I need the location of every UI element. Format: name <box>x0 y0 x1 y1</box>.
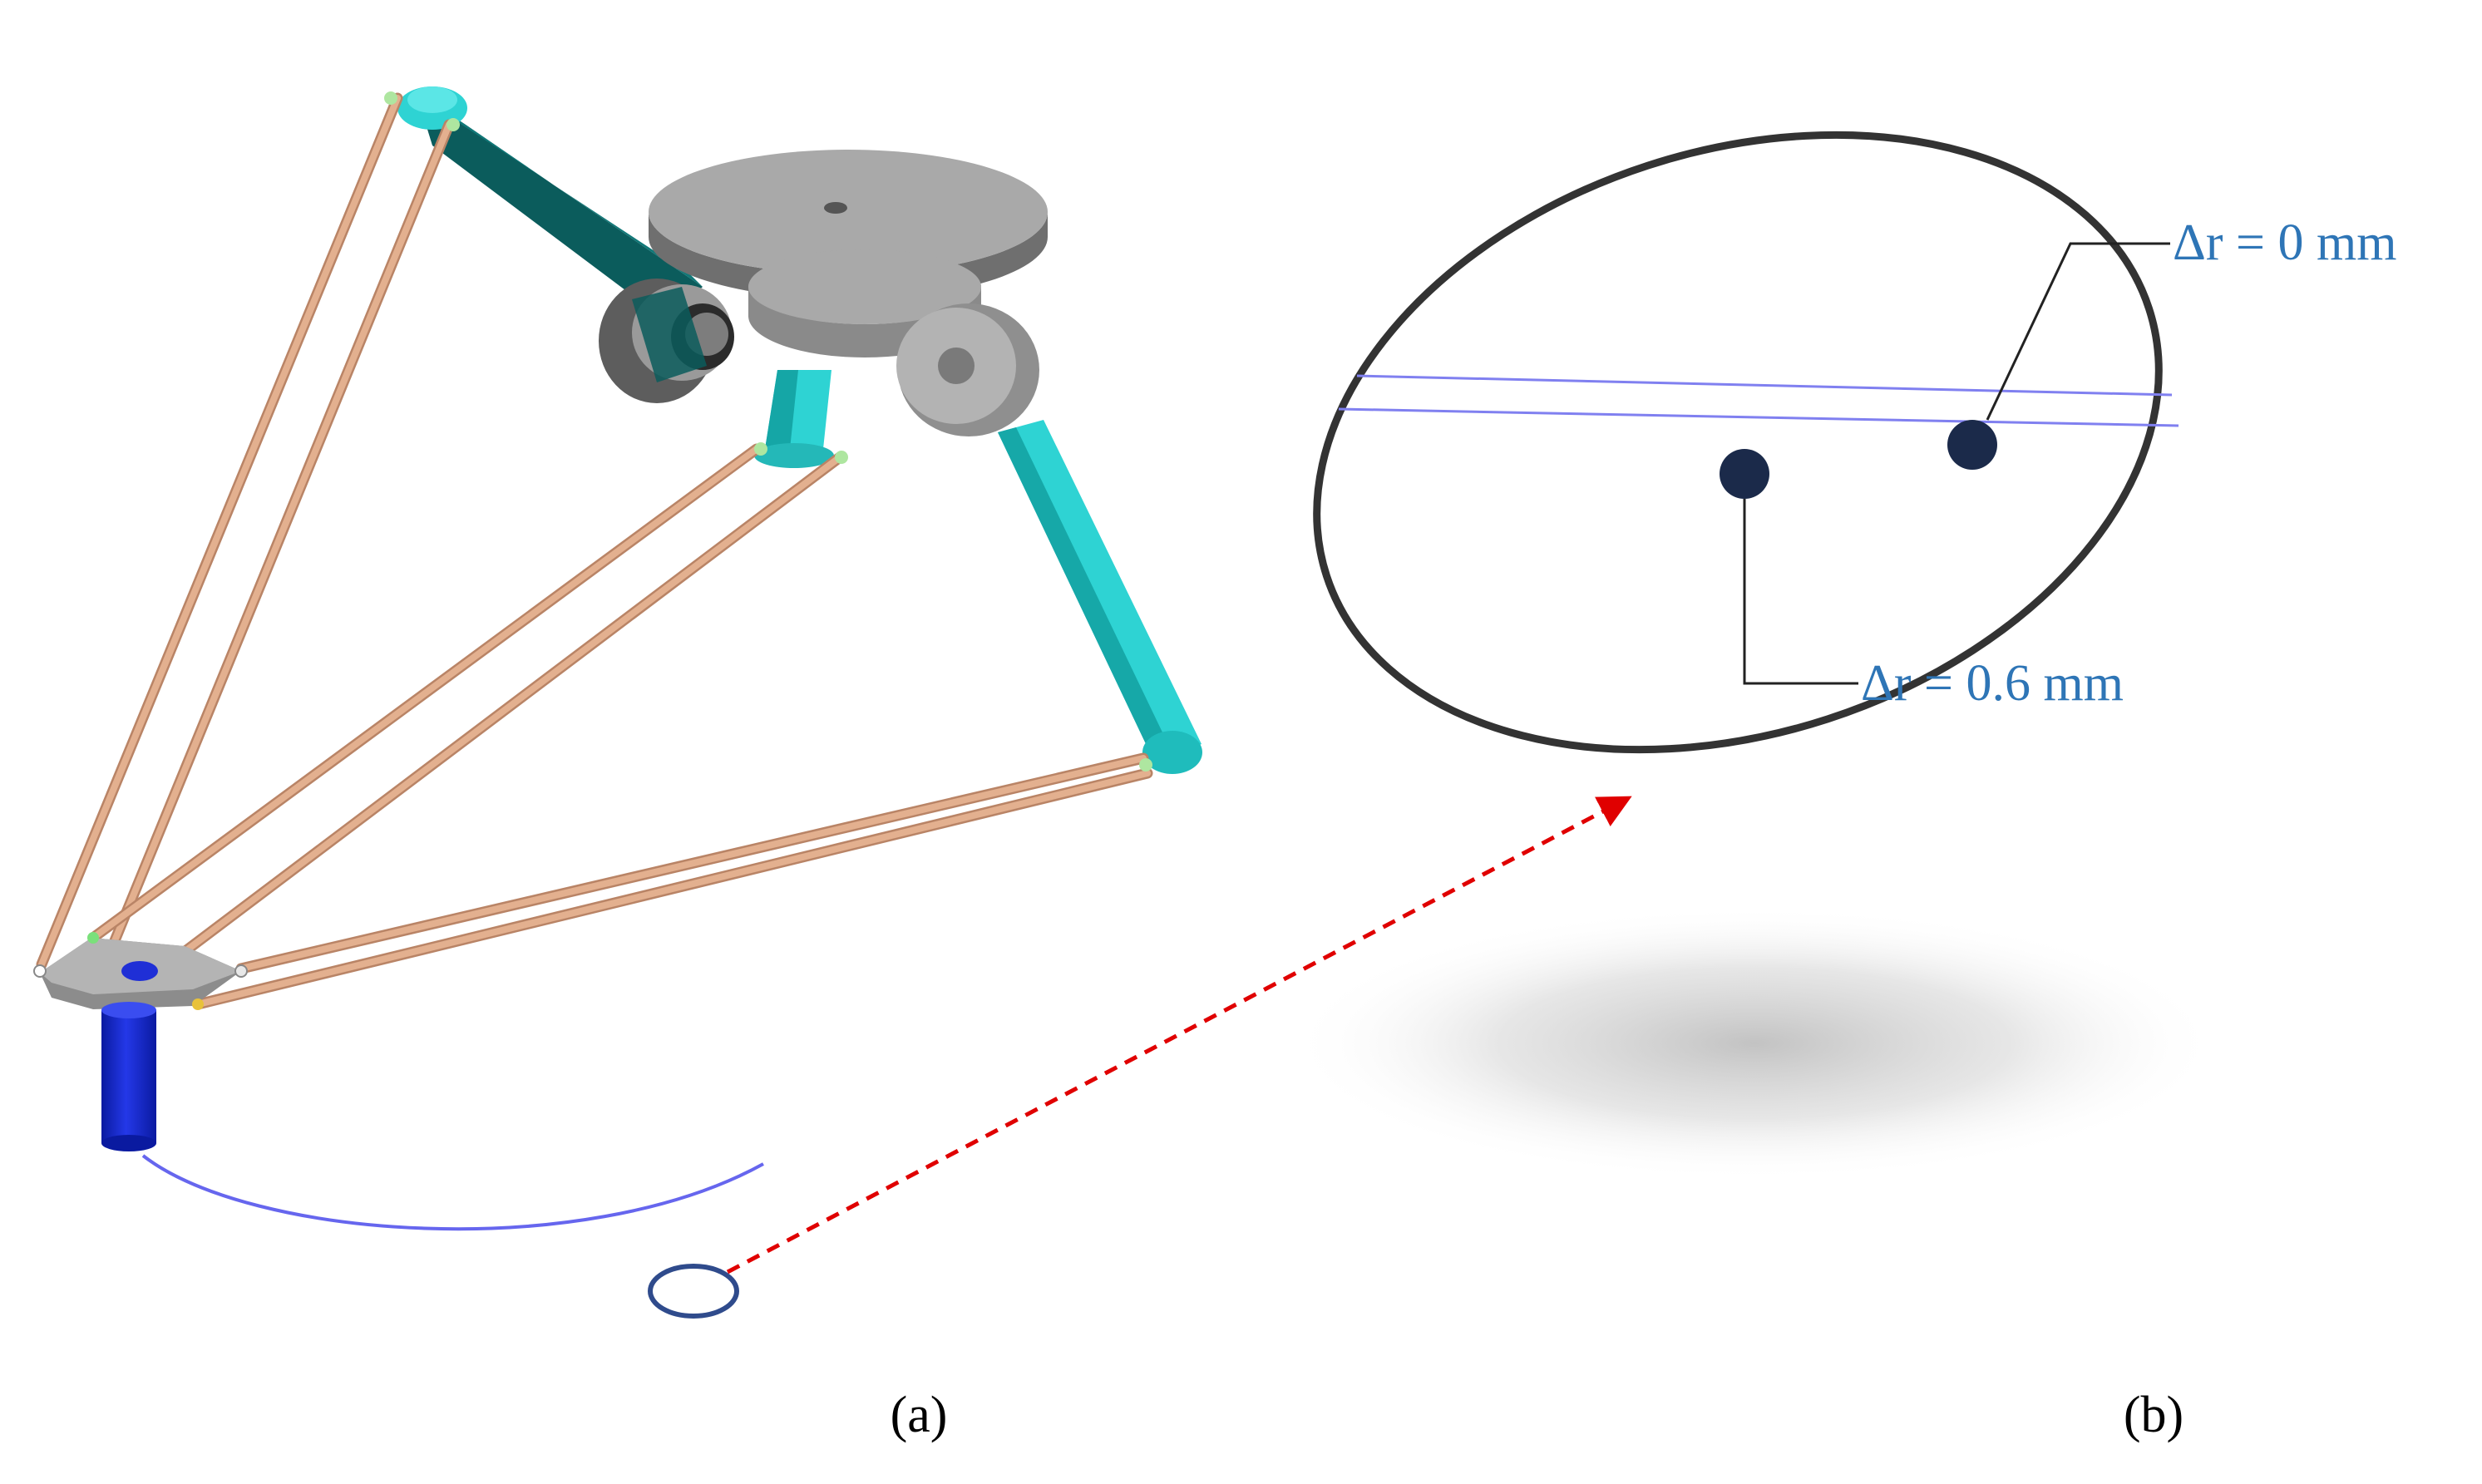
label-dr-0-6: Δr = 0.6 mm <box>1861 655 2124 712</box>
marker-dr-0 <box>1947 420 1997 470</box>
forearm-rods <box>36 91 1153 1010</box>
label-dr-0: Δr = 0 mm <box>2173 214 2396 271</box>
base-plate <box>649 150 1048 357</box>
leader-line-dr-0 <box>1986 242 2170 421</box>
upper-arm-middle <box>754 370 834 468</box>
zoom-region-ring <box>648 1264 739 1319</box>
trajectory-line-lower <box>1338 407 2179 427</box>
trajectory-arc <box>141 1154 764 1231</box>
motor-joint-left <box>599 279 734 403</box>
trajectory-line-upper <box>1356 374 2173 397</box>
zoom-connector-arrow <box>726 796 1632 1274</box>
detail-shadow <box>1289 906 2220 1181</box>
zoomed-detail-view: Δr = 0 mm Δr = 0.6 mm <box>1289 131 2396 1181</box>
detail-circle <box>1313 131 2163 754</box>
marker-dr-0-6 <box>1720 449 1769 499</box>
panel-label-a: (a) <box>891 1387 948 1443</box>
panel-label-b: (b) <box>2124 1387 2183 1443</box>
upper-arm-left <box>397 86 703 320</box>
motor-joint-right <box>896 303 1039 436</box>
end-effector-post <box>101 1002 156 1151</box>
end-effector <box>33 932 248 1010</box>
leader-line-dr-0-6 <box>1743 499 1858 685</box>
upper-arm-right <box>998 420 1202 774</box>
delta-robot-illustration <box>33 86 1202 1319</box>
